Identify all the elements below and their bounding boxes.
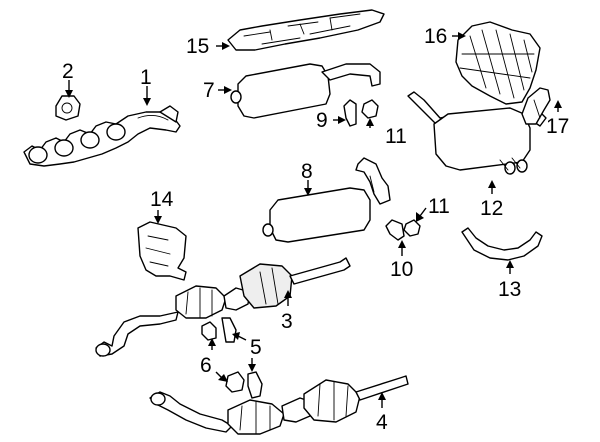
part-rear-silencer [407,91,547,175]
callout-7: 7 [203,79,215,102]
part-hanger-11-lower [403,219,421,237]
part-converter-assembly-lower [149,375,409,435]
part-mount-bracket [137,221,187,281]
callout-6: 6 [200,354,212,377]
callout-3: 3 [281,310,293,333]
callout-17: 17 [546,115,569,138]
part-hanger-6-upper [201,321,217,341]
callout-1: 1 [140,66,152,89]
callout-14: 14 [150,188,174,211]
callout-13: 13 [498,278,521,301]
part-front-pipe-converter [95,257,351,357]
callout-5: 5 [250,336,262,359]
part-muffler-upper [230,63,381,119]
callout-8: 8 [301,160,313,183]
callout-9: 9 [316,109,328,132]
part-exhaust-manifold [23,105,181,167]
callout-16: 16 [424,25,447,48]
part-heat-shield-upper [227,9,385,51]
part-hanger-11-upper [361,99,379,119]
callout-11-upper: 11 [385,125,407,148]
part-heat-shield-right [455,21,541,105]
leader-lines [65,32,562,408]
part-bracket-17 [521,87,551,125]
callout-4: 4 [376,411,388,434]
callout-11-lower: 11 [428,195,450,218]
part-hanger-6-lower [225,371,245,393]
callout-10: 10 [390,258,413,281]
callout-2: 2 [62,60,74,83]
part-gasket [55,95,81,121]
callout-15: 15 [186,35,209,58]
part-bracket-5-lower [247,371,263,399]
part-intermediate-pipe [461,227,543,261]
part-muffler-middle [262,157,391,243]
part-bracket-5-upper [221,317,237,343]
callout-12: 12 [480,197,503,220]
part-bracket-9 [343,99,357,127]
part-hanger-10 [385,219,405,241]
